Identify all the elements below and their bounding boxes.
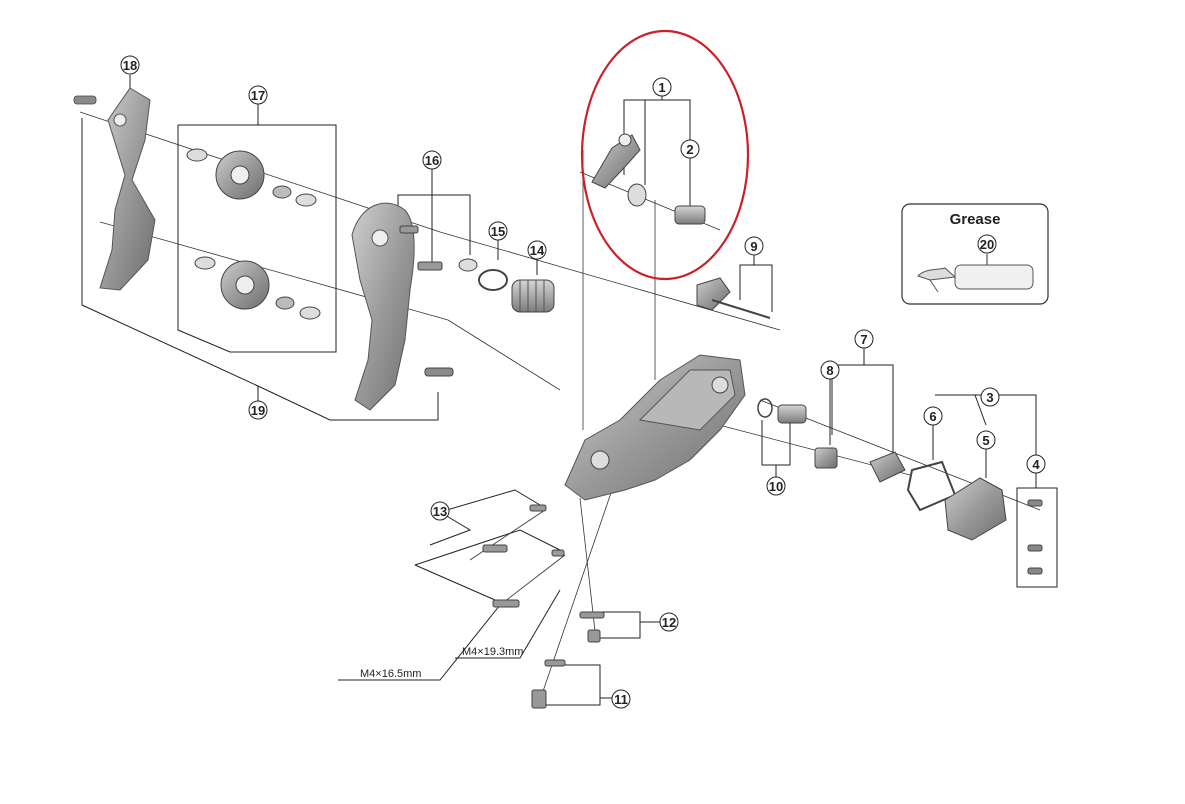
svg-text:8: 8 [826, 363, 833, 378]
svg-text:9: 9 [750, 239, 757, 254]
svg-text:19: 19 [251, 403, 265, 418]
part-11 [531, 659, 566, 709]
svg-text:7: 7 [860, 332, 867, 347]
grease-title: Grease [950, 211, 1001, 228]
part-pulleys [186, 148, 321, 320]
callout-11: 11 [611, 689, 631, 709]
svg-text:5: 5 [982, 433, 989, 448]
part-inner-plate [351, 202, 454, 411]
part-14-spring [511, 279, 555, 313]
part-7 [869, 451, 906, 483]
grease-box: Grease [901, 203, 1049, 305]
callout-9: 9 [744, 236, 764, 256]
callout-2: 2 [680, 139, 700, 159]
dimension-bolt-short: M4×19.3mm [462, 646, 523, 658]
svg-text:11: 11 [614, 692, 628, 707]
svg-text:2: 2 [686, 142, 693, 157]
callout-10: 10 [766, 476, 786, 496]
part-1-link [591, 133, 706, 225]
svg-text:10: 10 [769, 479, 783, 494]
part-12 [579, 611, 605, 643]
svg-text:13: 13 [433, 504, 447, 519]
part-5-cover [944, 477, 1007, 541]
axis-lines [79, 111, 1041, 701]
callout-15: 15 [488, 221, 508, 241]
callout-3: 3 [980, 387, 1000, 407]
svg-text:20: 20 [980, 237, 994, 252]
part-4-screws [1027, 499, 1043, 575]
svg-text:6: 6 [929, 409, 936, 424]
callout-20: 20 [977, 234, 997, 254]
callout-1: 1 [652, 77, 672, 97]
part-15-clip [478, 269, 508, 291]
callouts: 18 17 16 15 14 1 2 9 [120, 55, 1046, 709]
svg-text:14: 14 [530, 243, 545, 258]
callout-14: 14 [527, 240, 547, 260]
callout-brackets [81, 75, 1058, 706]
svg-text:3: 3 [986, 390, 993, 405]
part-9 [696, 277, 771, 319]
callout-12: 12 [659, 612, 679, 632]
callout-4: 4 [1026, 454, 1046, 474]
part-8 [814, 447, 838, 469]
svg-text:1: 1 [658, 80, 665, 95]
part-16-pins [399, 225, 478, 272]
svg-text:16: 16 [425, 153, 439, 168]
part-6-seal [906, 460, 957, 512]
callout-6: 6 [923, 406, 943, 426]
svg-text:4: 4 [1032, 457, 1040, 472]
part-10-axle [757, 398, 807, 424]
part-13-bolts [482, 504, 565, 608]
svg-text:15: 15 [491, 224, 505, 239]
highlight-ring [580, 29, 750, 281]
callout-8: 8 [820, 360, 840, 380]
svg-text:12: 12 [662, 615, 676, 630]
dimension-bolt-long: M4×16.5mm [360, 668, 421, 680]
callout-7: 7 [854, 329, 874, 349]
part-main-body [564, 354, 746, 501]
callout-18: 18 [120, 55, 140, 75]
callout-17: 17 [248, 85, 268, 105]
svg-text:17: 17 [251, 88, 265, 103]
svg-text:18: 18 [123, 58, 137, 73]
part-outer-plate [73, 87, 156, 291]
callout-13: 13 [430, 501, 450, 521]
callout-16: 16 [422, 150, 442, 170]
callout-19: 19 [248, 400, 268, 420]
callout-5: 5 [976, 430, 996, 450]
